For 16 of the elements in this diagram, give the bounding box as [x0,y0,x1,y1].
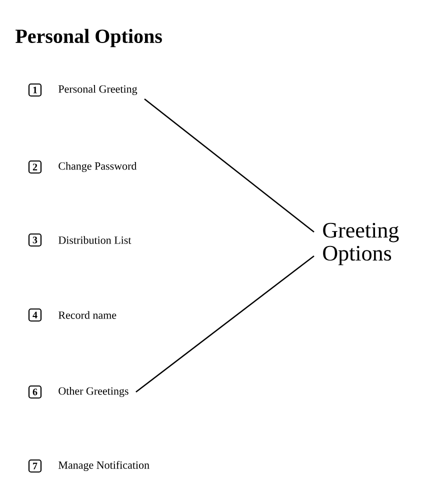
number-box: 6 [28,385,42,399]
connector-line [136,255,314,393]
number-box: 3 [28,233,42,247]
number-box: 1 [28,83,42,97]
menu-item: Change Password [58,162,137,172]
menu-item: Record name [58,311,116,319]
menu-item: Manage Notification [58,460,150,472]
connector-line [144,98,314,233]
number-box: 2 [28,160,42,174]
title: Personal Options [16,28,162,48]
number-box: 4 [28,308,42,322]
menu-item: Other Greetings [58,387,128,397]
number-box: 7 [28,459,42,473]
menu-item: Distribution List [58,236,132,244]
group-label: Greeting Options [323,222,399,266]
menu-item: Personal Greeting [58,85,138,95]
